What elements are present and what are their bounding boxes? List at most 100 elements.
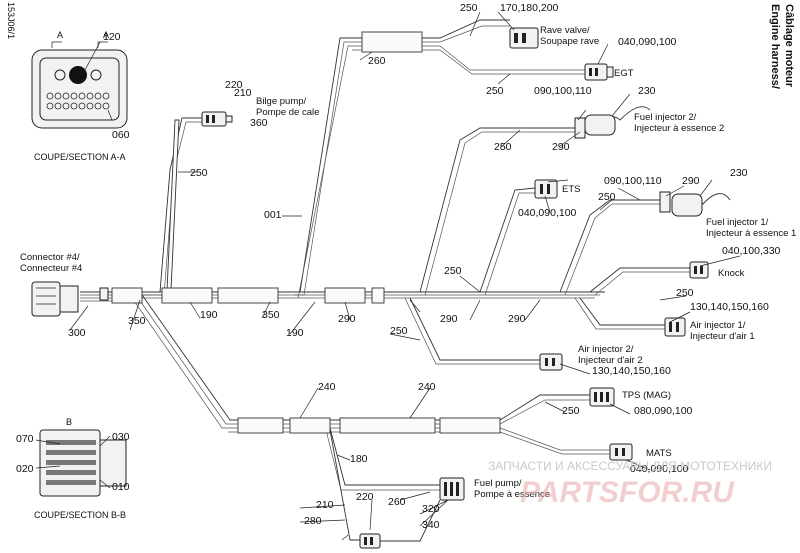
callout-320: 320 [422,503,440,515]
callout-250-egt: 250 [486,85,504,97]
callout-040-egt: 040,090,100 [618,36,677,48]
callout-170: 170,180,200 [500,2,559,14]
label-fuel-pump: Fuel pump/ [474,478,522,489]
section-a-marker-right: A [103,30,109,40]
section-b-marker: B [66,417,72,427]
callout-250-knock: 250 [676,287,694,299]
ets-connector [534,179,558,199]
bilge-pump-connector [201,111,233,127]
callout-220-bilge: 220 [225,79,243,91]
label-fuel-pump-fr: Pompe à essence [474,489,550,500]
callout-180: 180 [350,453,368,465]
callout-250-mid: 250 [444,265,462,277]
label-air-injector1-fr: Injecteur d'air 1 [690,331,755,342]
callout-280: 280 [304,515,322,527]
callout-210-bilge: 210 [234,87,252,99]
callout-260-fp: 260 [388,496,406,508]
callout-130-air1: 130,140,150,160 [690,301,769,313]
label-ets: ETS [562,184,580,195]
callout-070: 070 [16,433,34,445]
callout-130-air2: 130,140,150,160 [592,365,671,377]
callout-300: 300 [68,327,86,339]
callout-120: 120 [103,31,121,43]
callout-210-fp: 210 [316,499,334,511]
callout-260-top: 260 [368,55,386,67]
callout-080: 080,090,100 [634,405,693,417]
callout-001: 001 [264,209,282,221]
callout-250-main: 250 [190,167,208,179]
label-knock: Knock [718,268,745,279]
callout-090-inj1: 090,100,110 [604,175,662,187]
fuel-pump-connector [359,477,465,549]
callout-250-inj2: 250 [494,141,512,153]
callout-190-a: 190 [200,309,218,321]
fuel-injector2-connector [574,106,651,139]
egt-connector [584,63,614,81]
callout-040-ets: 040,090,100 [518,207,577,219]
title-fr: Câblage moteur [783,4,795,88]
label-fuel-injector1: Fuel injector 1/ [706,217,769,228]
knock-branch [589,267,690,296]
callout-250-tps: 250 [562,405,580,417]
air-injector1-branch [574,297,665,330]
label-tps: TPS (MAG) [622,390,671,401]
callout-230-inj2: 230 [638,85,656,97]
watermark-line1: ЗАПЧАСТИ И АКСЕССУАРЫ ДЛЯ МОТОТЕХНИКИ [488,459,772,473]
label-air-injector2: Air injector 2/ [578,344,634,355]
callout-290-b: 290 [440,313,458,325]
callout-leaders [69,11,741,541]
label-bilge-pump-fr: Pompe de cale [256,107,319,118]
label-connector4: Connector #4/ [20,252,80,263]
callout-290-c: 290 [508,313,526,325]
label-mats: MATS [646,448,672,459]
section-b-title: COUPE/SECTION B-B [34,510,126,520]
callout-250-air2: 250 [390,325,408,337]
section-a-marker-left: A [57,30,63,40]
callout-240-a: 240 [318,381,336,393]
callout-230-inj1: 230 [730,167,748,179]
callout-240-b: 240 [418,381,436,393]
callout-290-inj1: 290 [682,175,700,187]
air-injector1-connector [664,317,686,337]
label-connector4-fr: Connecteur #4 [20,263,82,274]
callout-010: 010 [112,481,130,493]
label-rave-valve-fr: Soupape rave [540,36,599,47]
callout-220-fp: 220 [356,491,374,503]
label-rave-valve: Rave valve/ [540,25,590,36]
bilge-branch [140,117,202,296]
callout-040-knock: 040,100,330 [722,245,781,257]
callout-250-inj1: 250 [598,191,616,203]
callout-350-mid: 350 [262,309,280,321]
callout-020: 020 [16,463,34,475]
injector2-branch [419,127,575,296]
watermark-logo: PARTSFOR.RU [520,476,735,509]
rave-valve-connector [509,27,539,49]
section-a-title: COUPE/SECTION A-A [34,152,126,162]
callout-190-b: 190 [286,327,304,339]
callout-360: 360 [250,117,268,129]
doc-ref: 153J06/1 [6,2,16,39]
knock-connector [689,261,709,279]
connector4-plug [31,281,109,317]
section-b-view [35,429,127,497]
callout-030: 030 [112,431,130,443]
callout-250-rave: 250 [460,2,478,14]
callout-340: 340 [422,519,440,531]
label-fuel-injector1-fr: Injecteur à essence 1 [706,228,796,239]
callout-060: 060 [112,129,130,141]
tps-connector [589,387,615,407]
ets-branch [479,187,536,296]
label-egt: EGT [614,68,634,79]
callout-090-inj2: 090,100,110 [534,85,592,97]
injector1-branch [559,199,660,296]
rave-egt-branch [290,19,585,299]
label-bilge-pump: Bilge pump/ [256,96,307,107]
section-a-view [31,41,128,129]
callout-040-mats: 040,090,100 [630,463,689,475]
callout-290-inj2: 290 [552,141,570,153]
sleeves [111,31,501,434]
label-air-injector1: Air injector 1/ [690,320,746,331]
callout-350-left: 350 [128,315,146,327]
